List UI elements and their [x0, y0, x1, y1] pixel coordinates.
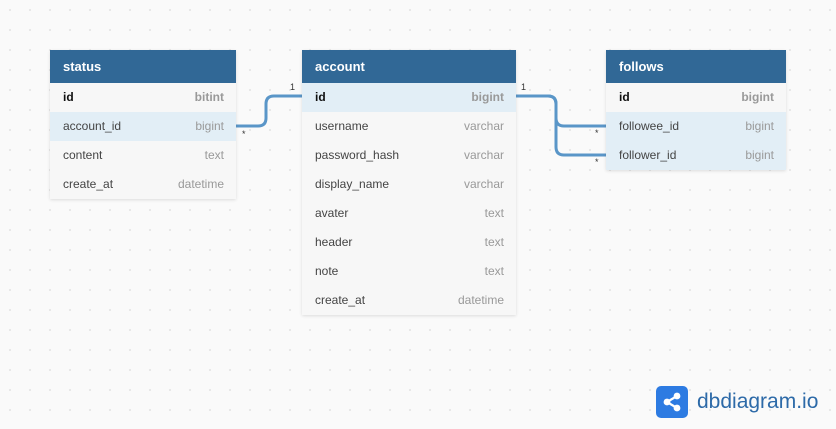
field-name: id: [315, 90, 326, 104]
table-account-header[interactable]: account: [302, 50, 516, 83]
share-nodes-icon: [656, 386, 688, 418]
field-type: varchar: [463, 148, 504, 162]
link-followee-account[interactable]: [516, 94, 606, 128]
field-name: display_name: [315, 177, 390, 191]
field-type: text: [204, 148, 224, 162]
field-row[interactable]: password_hash varchar: [302, 141, 516, 170]
field-row[interactable]: header text: [302, 228, 516, 257]
card-account-1-left: 1: [290, 82, 295, 92]
field-row[interactable]: id bigint: [302, 83, 516, 112]
logo-text: dbdiagram.io: [697, 390, 819, 413]
field-type: bigint: [745, 148, 774, 162]
field-name: avater: [315, 206, 349, 220]
field-name: account_id: [63, 119, 122, 133]
field-row[interactable]: follower_id bigint: [606, 141, 786, 170]
field-name: followee_id: [619, 119, 680, 133]
field-row[interactable]: content text: [50, 141, 236, 170]
field-type: datetime: [457, 293, 504, 307]
field-row[interactable]: avater text: [302, 199, 516, 228]
field-type: bigint: [741, 90, 774, 104]
table-status-header[interactable]: status: [50, 50, 236, 83]
field-name: password_hash: [315, 148, 400, 162]
field-name: username: [315, 119, 369, 133]
dbdiagram-logo[interactable]: dbdiagram.io: [656, 386, 818, 418]
field-name: create_at: [315, 293, 366, 307]
card-account-1-right: 1: [521, 82, 526, 92]
field-type: text: [484, 206, 504, 220]
field-row[interactable]: followee_id bigint: [606, 112, 786, 141]
field-type: text: [484, 264, 504, 278]
field-name: id: [619, 90, 630, 104]
field-type: bigint: [195, 119, 224, 133]
table-status[interactable]: status id bitint account_id bigint conte…: [50, 50, 236, 199]
field-type: varchar: [463, 177, 504, 191]
link-status-account[interactable]: [236, 94, 302, 128]
field-row[interactable]: account_id bigint: [50, 112, 236, 141]
field-type: bigint: [471, 90, 504, 104]
field-row[interactable]: display_name varchar: [302, 170, 516, 199]
field-name: content: [63, 148, 103, 162]
field-type: bigint: [745, 119, 774, 133]
field-type: datetime: [177, 177, 224, 191]
table-follows[interactable]: follows id bigint followee_id bigint fol…: [606, 50, 786, 170]
field-name: header: [315, 235, 353, 249]
field-type: text: [484, 235, 504, 249]
field-row[interactable]: id bigint: [606, 83, 786, 112]
field-row[interactable]: note text: [302, 257, 516, 286]
field-name: id: [63, 90, 74, 104]
field-type: varchar: [463, 119, 504, 133]
field-row[interactable]: username varchar: [302, 112, 516, 141]
card-status-many: *: [242, 129, 246, 139]
card-followee-many: *: [595, 128, 599, 138]
field-row[interactable]: create_at datetime: [302, 286, 516, 315]
card-follower-many: *: [595, 157, 599, 167]
field-name: note: [315, 264, 339, 278]
table-account[interactable]: account id bigint username varchar passw…: [302, 50, 516, 315]
field-name: follower_id: [619, 148, 677, 162]
field-name: create_at: [63, 177, 114, 191]
field-type: bitint: [194, 90, 224, 104]
link-follower-account[interactable]: [516, 94, 606, 157]
table-follows-header[interactable]: follows: [606, 50, 786, 83]
field-row[interactable]: id bitint: [50, 83, 236, 112]
field-row[interactable]: create_at datetime: [50, 170, 236, 199]
